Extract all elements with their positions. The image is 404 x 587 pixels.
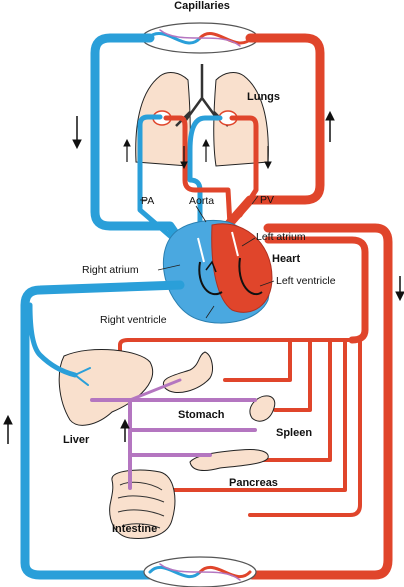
pa-label: PA	[141, 195, 154, 207]
bottom-capillary-bed	[143, 556, 257, 587]
pancreas-label: Pancreas	[229, 477, 278, 489]
portal-vein-network	[90, 378, 257, 490]
lower-aorta-vessel	[247, 223, 393, 580]
spleen-label: Spleen	[276, 427, 312, 439]
flow-arrows	[3, 110, 404, 444]
upper-aorta-vessel	[223, 33, 325, 230]
left-ventricle-label: Left ventricle	[276, 275, 336, 287]
right-ventricle-label: Right ventricle	[100, 314, 167, 326]
heart-label: Heart	[272, 253, 300, 265]
capillaries-label: Capillaries	[174, 0, 230, 12]
right-atrium-label: Right atrium	[82, 264, 139, 276]
aorta-label: Aorta	[189, 195, 214, 207]
stomach-label: Stomach	[178, 409, 225, 421]
liver-label: Liver	[63, 434, 90, 446]
liver-organ	[58, 348, 153, 426]
top-capillary-bed	[141, 22, 259, 54]
spleen-organ	[249, 395, 276, 422]
label-leaders	[140, 195, 275, 319]
lungs-label: Lungs	[247, 91, 280, 103]
upper-vena-cava-vessel	[90, 33, 195, 260]
pancreas-organ	[189, 449, 269, 471]
pv-label: PV	[260, 194, 274, 206]
intestine-organ	[109, 469, 176, 539]
pulmonary-artery-vessel	[137, 114, 195, 258]
hepatic-vein-vessel	[27, 302, 78, 378]
stomach-organ	[162, 351, 213, 393]
intestine-label: Intestine	[112, 523, 157, 535]
lower-vena-cava-vessel	[20, 280, 185, 580]
left-atrium-label: Left atrium	[256, 231, 306, 243]
pulmonary-vein-vessel	[163, 115, 233, 228]
